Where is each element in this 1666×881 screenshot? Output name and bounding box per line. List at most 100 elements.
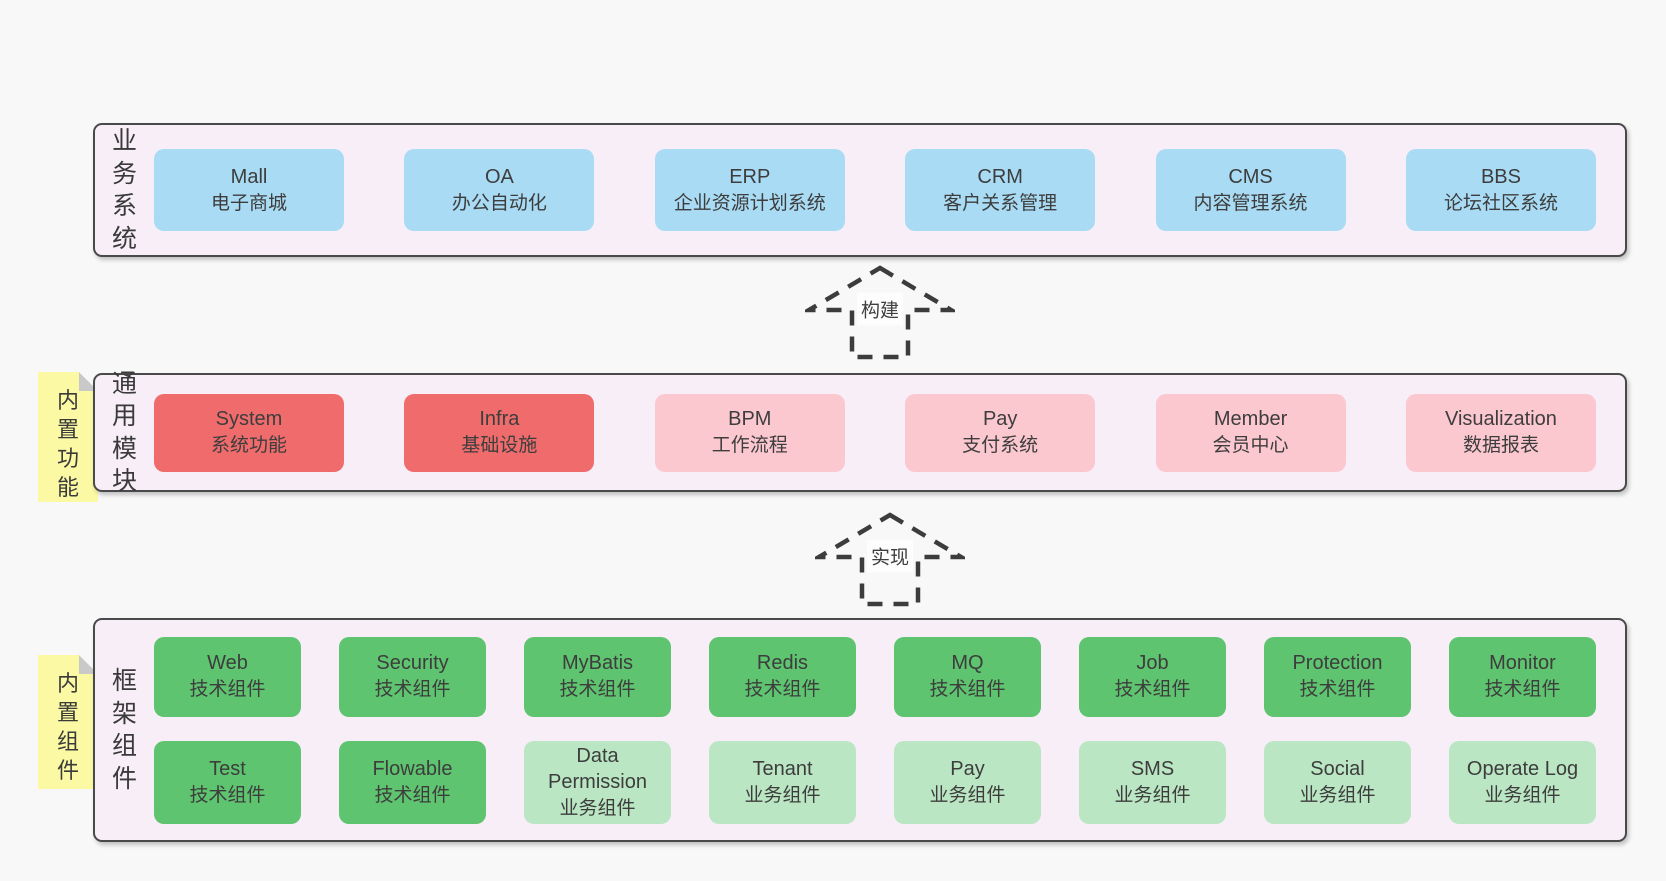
box-title: Member	[1213, 408, 1288, 431]
build-arrow-label: 构建	[856, 292, 904, 326]
box-title: MyBatis	[561, 652, 634, 675]
framework-components-boxes: Web 技术组件 Security 技术组件 MyBatis 技术组件 Redi…	[154, 620, 1625, 840]
box-title: System	[215, 408, 283, 431]
box-title: ERP	[729, 165, 771, 188]
framework-components-panel: 框架组件 Web 技术组件 Security 技术组件 MyBatis 技术组件…	[93, 618, 1627, 842]
box-test: Test 技术组件	[154, 740, 301, 824]
box-mybatis: MyBatis 技术组件	[524, 636, 671, 717]
box-mall: Mall 电子商城	[154, 149, 344, 231]
box-title: Tenant	[752, 757, 813, 780]
box-subtitle: 业务组件	[1114, 784, 1191, 806]
box-subtitle: 会员中心	[1212, 435, 1289, 457]
box-subtitle: 基础设施	[461, 435, 538, 457]
up-arrow-icon	[815, 512, 965, 607]
implement-arrow: 实现	[815, 512, 965, 607]
box-subtitle: 业务组件	[1484, 784, 1561, 806]
box-redis: Redis 技术组件	[709, 636, 856, 717]
box-title: Security	[376, 652, 449, 675]
framework-components-row-1: Web 技术组件 Security 技术组件 MyBatis 技术组件 Redi…	[154, 636, 1596, 717]
box-subtitle: 技术组件	[1484, 679, 1561, 701]
box-title: Pay	[950, 757, 985, 780]
builtin-features-tag: 内置功能	[38, 372, 98, 502]
box-title: SMS	[1130, 757, 1175, 780]
box-sms: SMS 业务组件	[1079, 740, 1226, 824]
box-pay-component: Pay 业务组件	[894, 740, 1041, 824]
box-pay-module: Pay 支付系统	[905, 393, 1096, 472]
box-title: CMS	[1228, 165, 1273, 188]
box-subtitle: 系统功能	[210, 435, 287, 457]
box-title: CRM	[977, 165, 1023, 188]
business-systems-title-col: 业务系统	[95, 125, 154, 255]
box-title: Flowable	[372, 757, 453, 780]
box-subtitle: 电子商城	[210, 192, 287, 214]
builtin-features-tag-label: 内置功能	[56, 388, 79, 501]
business-systems-title: 业务系统	[111, 127, 137, 253]
box-subtitle: 技术组件	[189, 679, 266, 701]
box-bbs: BBS 论坛社区系统	[1405, 149, 1596, 231]
build-arrow: 构建	[805, 265, 955, 360]
box-title: Social	[1310, 757, 1365, 780]
box-cms: CMS 内容管理系统	[1155, 149, 1346, 231]
box-subtitle: 业务组件	[744, 784, 821, 806]
box-title: Redis	[756, 652, 809, 675]
box-infra: Infra 基础设施	[404, 393, 595, 472]
box-subtitle: 支付系统	[962, 435, 1039, 457]
box-subtitle: 技术组件	[1114, 679, 1191, 701]
box-subtitle: 技术组件	[1299, 679, 1376, 701]
box-system: System 系统功能	[154, 393, 344, 472]
box-operate-log: Operate Log 业务组件	[1449, 740, 1596, 824]
box-title: Visualization	[1444, 408, 1557, 431]
box-subtitle: 技术组件	[559, 679, 636, 701]
box-title: BBS	[1480, 165, 1521, 188]
box-oa: OA 办公自动化	[404, 149, 595, 231]
box-subtitle: 技术组件	[744, 679, 821, 701]
box-title: OA	[484, 165, 514, 188]
box-bpm: BPM 工作流程	[654, 393, 845, 472]
box-title: Monitor	[1489, 652, 1556, 675]
box-tenant: Tenant 业务组件	[709, 740, 856, 824]
box-subtitle: 技术组件	[374, 784, 451, 806]
builtin-components-tag: 内置组件	[38, 655, 98, 789]
box-security: Security 技术组件	[339, 636, 486, 717]
box-data-permission: Data Permission 业务组件	[524, 740, 671, 824]
common-modules-title-col: 通用模块	[95, 370, 154, 496]
common-modules-boxes: System 系统功能 Infra 基础设施 BPM 工作流程 Pay 支付系统…	[154, 375, 1625, 490]
box-subtitle: 技术组件	[189, 784, 266, 806]
box-title: Job	[1136, 652, 1169, 675]
framework-components-row-2: Test 技术组件 Flowable 技术组件 Data Permission …	[154, 740, 1596, 824]
box-subtitle: 工作流程	[711, 435, 788, 457]
box-subtitle: 企业资源计划系统	[673, 192, 826, 214]
box-subtitle: 数据报表	[1462, 435, 1539, 457]
implement-arrow-label: 实现	[866, 539, 914, 573]
box-flowable: Flowable 技术组件	[339, 740, 486, 824]
box-title: Infra	[479, 408, 520, 431]
common-modules-title: 通用模块	[111, 369, 137, 496]
box-title: Protection	[1292, 652, 1383, 675]
framework-components-title: 框架组件	[111, 667, 137, 793]
box-title: Operate Log	[1466, 757, 1579, 780]
box-mq: MQ 技术组件	[894, 636, 1041, 717]
framework-components-title-col: 框架组件	[95, 620, 154, 840]
box-subtitle: 论坛社区系统	[1443, 192, 1558, 214]
box-title: BPM	[728, 408, 772, 431]
box-crm: CRM 客户关系管理	[905, 149, 1096, 231]
box-member: Member 会员中心	[1155, 393, 1346, 472]
box-title: Mall	[230, 165, 268, 188]
builtin-components-tag-label: 内置组件	[56, 671, 79, 784]
box-monitor: Monitor 技术组件	[1449, 636, 1596, 717]
box-job: Job 技术组件	[1079, 636, 1226, 717]
box-title: Pay	[982, 408, 1018, 431]
business-systems-boxes: Mall 电子商城 OA 办公自动化 ERP 企业资源计划系统 CRM 客户关系…	[154, 125, 1625, 255]
box-protection: Protection 技术组件	[1264, 636, 1411, 717]
box-subtitle: 业务组件	[1299, 784, 1376, 806]
box-title: Test	[209, 757, 246, 780]
box-visualization: Visualization 数据报表	[1405, 393, 1596, 472]
box-subtitle: 技术组件	[374, 679, 451, 701]
box-social: Social 业务组件	[1264, 740, 1411, 824]
box-subtitle: 业务组件	[929, 784, 1006, 806]
box-subtitle: 技术组件	[929, 679, 1006, 701]
box-subtitle: 业务组件	[559, 797, 636, 819]
box-web: Web 技术组件	[154, 636, 301, 717]
business-systems-panel: 业务系统 Mall 电子商城 OA 办公自动化 ERP 企业资源计划系统 CRM…	[93, 123, 1627, 257]
box-title: Data Permission	[548, 744, 647, 793]
